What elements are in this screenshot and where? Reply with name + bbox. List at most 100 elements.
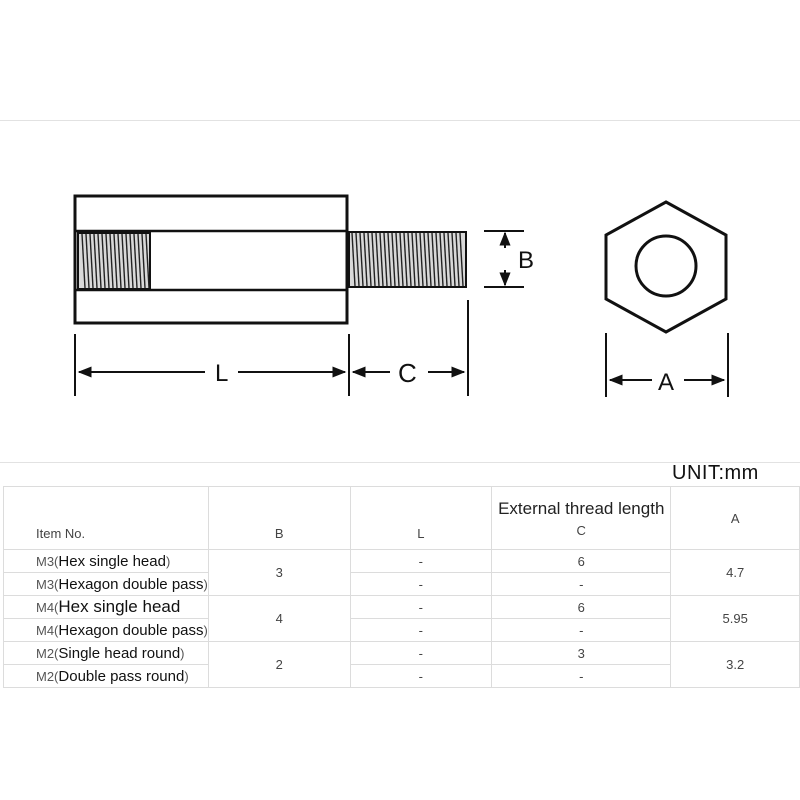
top-divider xyxy=(0,120,800,121)
thread-line xyxy=(435,232,440,287)
row-item: M4(Hex single head xyxy=(3,595,209,619)
thread-line xyxy=(355,232,360,287)
header-l: L xyxy=(349,486,493,550)
thread-line xyxy=(387,232,392,287)
thread-line xyxy=(109,233,114,289)
row-item: M3(Hex single head) xyxy=(3,549,209,573)
row-c-value: 6 xyxy=(491,595,672,619)
thread-line xyxy=(415,232,420,287)
header-item-no: Item No. xyxy=(3,486,209,550)
thread-line xyxy=(351,232,356,287)
group-b-value: 2 xyxy=(207,641,351,688)
thread-line xyxy=(443,232,448,287)
thread-line xyxy=(419,232,424,287)
thread-line xyxy=(117,233,122,289)
group-a-value: 5.95 xyxy=(670,595,800,642)
header-c: External thread length C xyxy=(491,486,672,550)
spec-table: Item No. B L External thread length C A … xyxy=(3,486,800,688)
thread-line xyxy=(359,232,364,287)
dimension-a-label: A xyxy=(658,369,674,396)
thread-line xyxy=(137,233,142,289)
thread-line xyxy=(375,232,380,287)
thread-line xyxy=(383,232,388,287)
standoff-side-view xyxy=(73,194,467,325)
thread-line xyxy=(93,233,98,289)
group-a-value: 3.2 xyxy=(670,641,800,688)
thread-line xyxy=(125,233,130,289)
thread-line xyxy=(81,233,86,289)
header-b: B xyxy=(207,486,351,550)
thread-line xyxy=(113,233,118,289)
thread-line xyxy=(431,232,436,287)
thread-line xyxy=(403,232,408,287)
row-l-value: - xyxy=(349,595,493,619)
row-l-value: - xyxy=(349,664,493,688)
thread-line xyxy=(141,233,146,289)
row-l-value: - xyxy=(349,572,493,596)
thread-line xyxy=(101,233,106,289)
dimension-b-label: B xyxy=(518,247,534,274)
header-c-title: External thread length xyxy=(498,498,665,518)
table-row: M4(Hex single head 4 - 6 5.95 xyxy=(3,595,800,642)
external-thread xyxy=(348,231,467,288)
group-b-value: 4 xyxy=(207,595,351,642)
thread-line xyxy=(105,233,110,289)
group-b-value: 3 xyxy=(207,549,351,596)
table-row: M2(Double pass round) - - xyxy=(3,664,800,688)
row-l-value: - xyxy=(349,618,493,642)
table-top-divider xyxy=(0,462,800,463)
thread-line xyxy=(363,232,368,287)
row-l-value: - xyxy=(349,549,493,573)
thread-line xyxy=(459,232,464,287)
row-item: M2(Single head round) xyxy=(3,641,209,665)
thread-line xyxy=(121,233,126,289)
thread-line xyxy=(451,232,456,287)
row-c-value: 6 xyxy=(491,549,672,573)
thread-line xyxy=(145,233,150,289)
row-c-value: - xyxy=(491,618,672,642)
unit-label: UNIT:mm xyxy=(672,462,759,484)
row-c-value: - xyxy=(491,572,672,596)
thread-line xyxy=(85,233,90,289)
table-row: M3(Hexagon double pass) - - xyxy=(3,572,800,596)
thread-line xyxy=(427,232,432,287)
thread-line xyxy=(379,232,384,287)
dimension-a xyxy=(605,333,729,397)
table-row: M3(Hex single head) 3 - 6 4.7 xyxy=(3,549,800,596)
dimension-l xyxy=(74,334,350,396)
thread-line xyxy=(391,232,396,287)
thread-line xyxy=(399,232,404,287)
dimension-c-label: C xyxy=(398,358,417,388)
dimension-c xyxy=(351,300,469,396)
header-c-letter: C xyxy=(576,522,586,538)
thread-line xyxy=(407,232,412,287)
thread-line xyxy=(97,233,102,289)
table-row: M2(Single head round) 2 - 3 3.2 xyxy=(3,641,800,688)
thread-line xyxy=(423,232,428,287)
row-c-value: - xyxy=(491,664,672,688)
bore-circle xyxy=(634,234,698,298)
row-l-value: - xyxy=(349,641,493,665)
row-item: M2(Double pass round) xyxy=(3,664,209,688)
thread-line xyxy=(455,232,460,287)
standoff-technical-drawing: B L C A xyxy=(73,194,729,397)
row-item: M4(Hexagon double pass) xyxy=(3,618,209,642)
thread-line xyxy=(395,232,400,287)
thread-line xyxy=(89,233,94,289)
thread-line xyxy=(133,233,138,289)
group-a-value: 4.7 xyxy=(670,549,800,596)
row-c-value: 3 xyxy=(491,641,672,665)
table-header-row: Item No. B L External thread length C A xyxy=(3,486,800,550)
thread-line xyxy=(411,232,416,287)
thread-line xyxy=(367,232,372,287)
dimension-l-label: L xyxy=(215,360,228,387)
dimension-b xyxy=(484,230,524,288)
standoff-body-outline xyxy=(73,194,349,325)
thread-line xyxy=(439,232,444,287)
internal-thread xyxy=(77,232,151,290)
thread-line xyxy=(371,232,376,287)
table-row: M4(Hexagon double pass) - - xyxy=(3,618,800,642)
header-a: A xyxy=(670,486,800,550)
hexagon-outline xyxy=(604,200,728,334)
standoff-end-view xyxy=(604,200,728,334)
